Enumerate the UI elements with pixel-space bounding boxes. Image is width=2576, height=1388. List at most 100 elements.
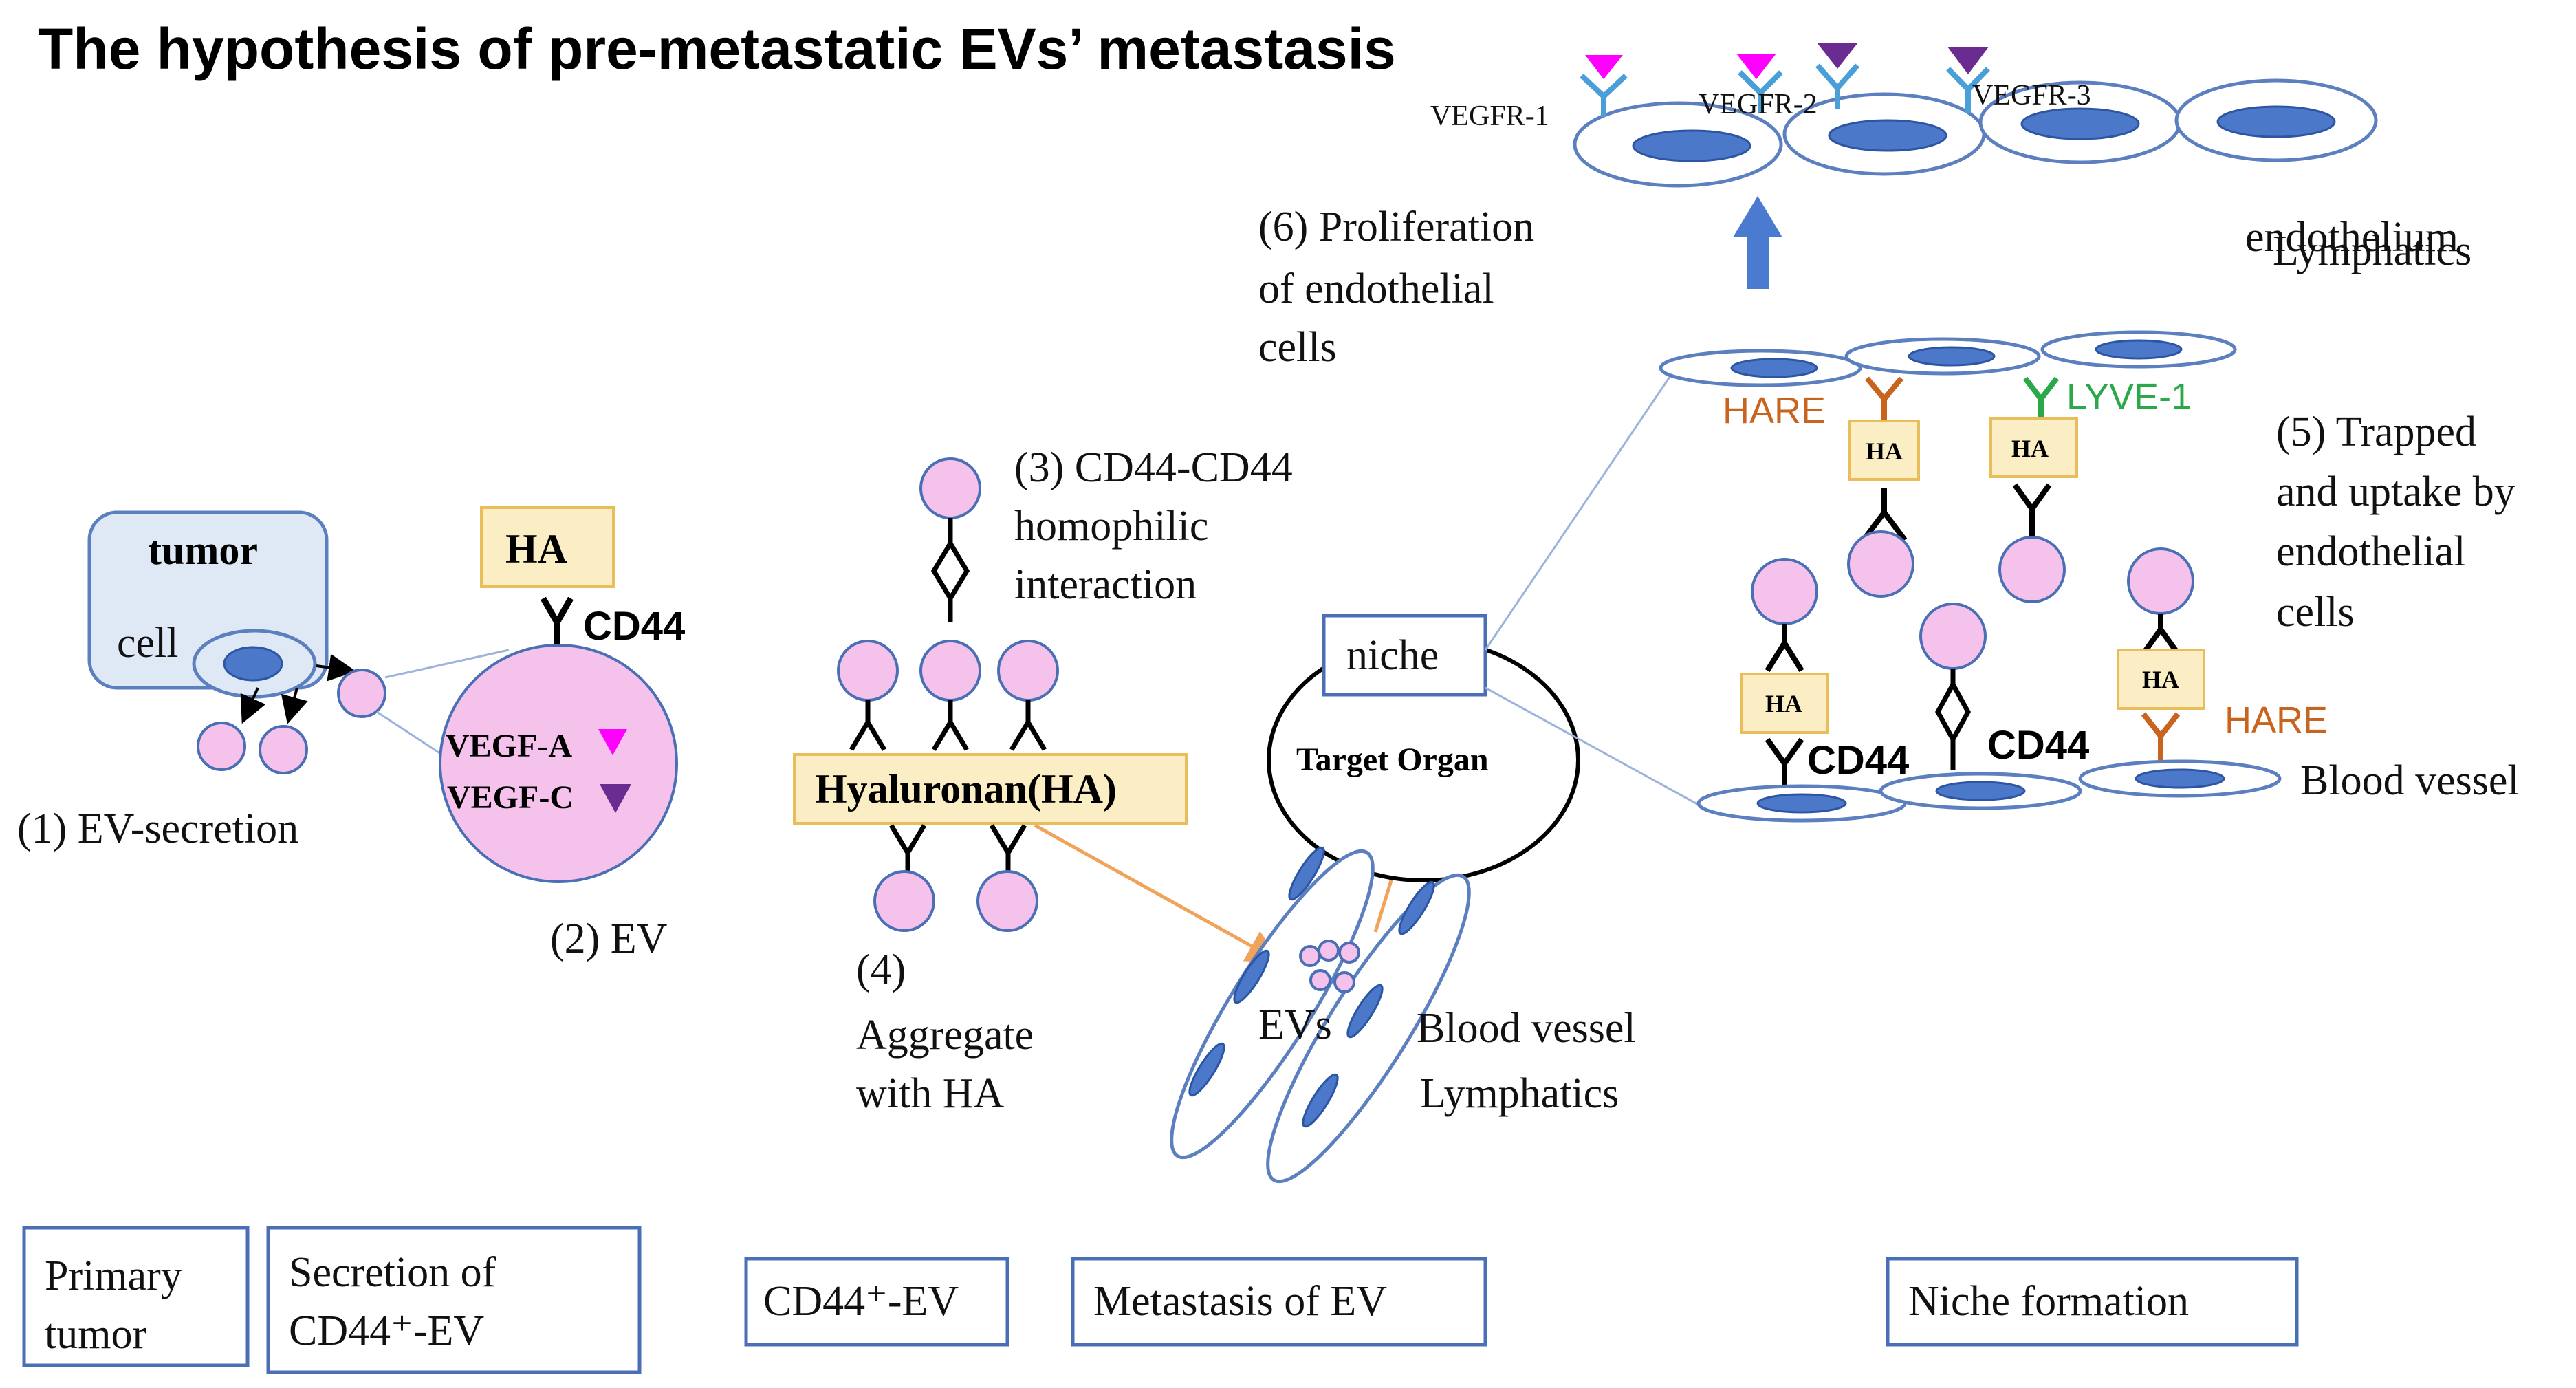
step-4-label: (4) Aggregate with HA: [856, 946, 1034, 1117]
ha-aggregate: Hyaluronan(HA): [793, 457, 1188, 932]
ha-box: [480, 506, 615, 588]
hyaluronan-box: [793, 753, 1188, 825]
svg-text:interaction: interaction: [1014, 561, 1197, 608]
target-organ: niche Target Organ: [1267, 614, 1580, 882]
ev-particle: [873, 870, 935, 932]
hare-receptor-top: [1864, 376, 1904, 423]
ev-particle: [2127, 547, 2194, 615]
ev-particle: [1751, 558, 1818, 625]
zoom-line: [1484, 374, 1672, 651]
hare-bottom-label: HARE: [2225, 700, 2328, 741]
lymphatics-label-right: Lymphatics: [2273, 228, 2471, 274]
bottom-box-cd44ev: CD44⁺-EV: [744, 1257, 1009, 1347]
cd44-receptor: [2012, 483, 2052, 536]
step-1-label: (1) EV-secretion: [17, 805, 298, 852]
step-2-label: (2) EV: [550, 915, 668, 962]
svg-text:Primary: Primary: [45, 1253, 182, 1299]
evs-label: EVs: [1258, 1001, 1332, 1048]
lymphatics-label: Lymphatics: [1420, 1070, 1619, 1117]
tumor-cell: tumor cell: [87, 510, 329, 699]
bottom-box-niche: Niche formation: [1886, 1257, 2299, 1347]
zoom-line: [384, 649, 510, 679]
ev-particle: [1919, 603, 1987, 670]
cd44-receptor: [541, 596, 574, 650]
cd44-receptor: [1861, 488, 1908, 542]
svg-text:Metastasis of EV: Metastasis of EV: [1093, 1278, 1387, 1325]
lyve-1-receptor: [2022, 376, 2060, 421]
vegfr-3-receptor: [1946, 67, 1990, 113]
cd44-label-b: CD44: [1987, 723, 2089, 768]
vegf-a-marker: [598, 729, 627, 755]
vegf-a-label: VEGF-A: [446, 728, 572, 764]
proliferation-arrow-head: [1733, 196, 1782, 237]
cd44-homophilic-bond: [930, 518, 970, 622]
bottom-box-metastasis: Metastasis of EV: [1071, 1257, 1487, 1347]
vegfr-3-label: VEGFR-3: [1972, 80, 2091, 111]
ev-particle: [976, 870, 1038, 932]
niche-ha-label: HA: [1866, 437, 1903, 465]
vegf-c-ligand: [1947, 47, 1989, 74]
proliferation-arrow-shaft: [1747, 234, 1769, 289]
svg-text:cells: cells: [1258, 324, 1337, 371]
svg-text:of endothelial: of endothelial: [1258, 265, 1494, 312]
vegf-a-ligand: [1585, 55, 1623, 79]
trapped-ev: [1998, 536, 2066, 603]
ev-particle: [919, 457, 981, 519]
cell-label: cell: [117, 620, 179, 666]
tumor-label: tumor: [148, 528, 258, 573]
hare-top-label: HARE: [1723, 390, 1826, 431]
cd44-label-a: CD44: [1807, 738, 1909, 783]
svg-text:and uptake by: and uptake by: [2276, 468, 2515, 515]
ev-particle: [837, 640, 899, 702]
ha-box: [1740, 673, 1829, 734]
vegf-c-label: VEGF-C: [447, 779, 574, 816]
bottom-box-primary: Primary tumor: [22, 1226, 250, 1367]
hare-receptor-bottom: [2141, 712, 2181, 767]
svg-text:(3) CD44-CD44: (3) CD44-CD44: [1014, 444, 1293, 491]
tumor-nucleus: [223, 646, 283, 682]
proliferating-endothelium: [1573, 78, 2378, 188]
blood-vessel-endothelium: [1696, 759, 2282, 823]
vegfr-1-receptor: [1580, 74, 1628, 117]
svg-text:(4): (4): [856, 946, 906, 993]
vegf-c-ligand: [1817, 43, 1858, 69]
cd44-receptor: [1765, 737, 1804, 791]
svg-text:endothelial: endothelial: [2276, 528, 2465, 575]
diagram-title: The hypothesis of pre-metastatic EVs’ me…: [38, 17, 1396, 81]
svg-text:CD44⁺-EV: CD44⁺-EV: [763, 1278, 959, 1325]
ev-detail: HA CD44 VEGF-A VEGF-C: [439, 506, 685, 883]
secreted-ev: [197, 722, 246, 771]
niche-ha-label: HA: [1765, 690, 1802, 717]
niche-ha-label: HA: [2011, 435, 2049, 462]
ev-particle: [997, 640, 1059, 702]
svg-text:with HA: with HA: [856, 1070, 1005, 1117]
ev-ha-label: HA: [505, 526, 567, 572]
svg-text:Aggregate: Aggregate: [856, 1012, 1034, 1059]
trapped-ev: [1847, 530, 1914, 598]
svg-text:tumor: tumor: [45, 1311, 146, 1358]
ev-vesicle: [439, 644, 678, 883]
vegf-a-ligand: [1736, 54, 1776, 79]
lymphatic-endothelium: [1659, 330, 2237, 387]
vegf-c-marker: [600, 784, 631, 813]
migration-arrow: [1034, 823, 1282, 963]
vegfr-2-receptor: [1738, 70, 1783, 113]
vegfr-1-label: VEGFR-1: [1430, 100, 1549, 132]
step-3-label: (3) CD44-CD44 homophilic interaction: [1014, 444, 1293, 608]
niche-box: [1322, 614, 1487, 697]
ev-particle: [919, 640, 981, 702]
step-5-label: (5) Trapped and uptake by endothelial ce…: [2276, 409, 2515, 636]
svg-text:Secretion of: Secretion of: [289, 1249, 496, 1296]
secreted-ev: [337, 669, 386, 718]
cd44-homophilic-bond: [1935, 669, 1971, 770]
secreted-ev: [259, 725, 308, 774]
ha-box: [2117, 649, 2205, 710]
svg-text:CD44⁺-EV: CD44⁺-EV: [289, 1308, 484, 1354]
target-organ-label: Target Organ: [1296, 741, 1489, 778]
niche-ha-label: HA: [2142, 666, 2179, 693]
lyve-1-label: LYVE-1: [2066, 376, 2192, 418]
step-6-label: (6) Proliferation of endothelial cells: [1258, 204, 1534, 371]
cd44-receptors-top: [849, 700, 1047, 751]
bottom-box-secretion: Secretion of CD44⁺-EV: [266, 1226, 642, 1374]
secretion-arrows: [240, 653, 356, 724]
